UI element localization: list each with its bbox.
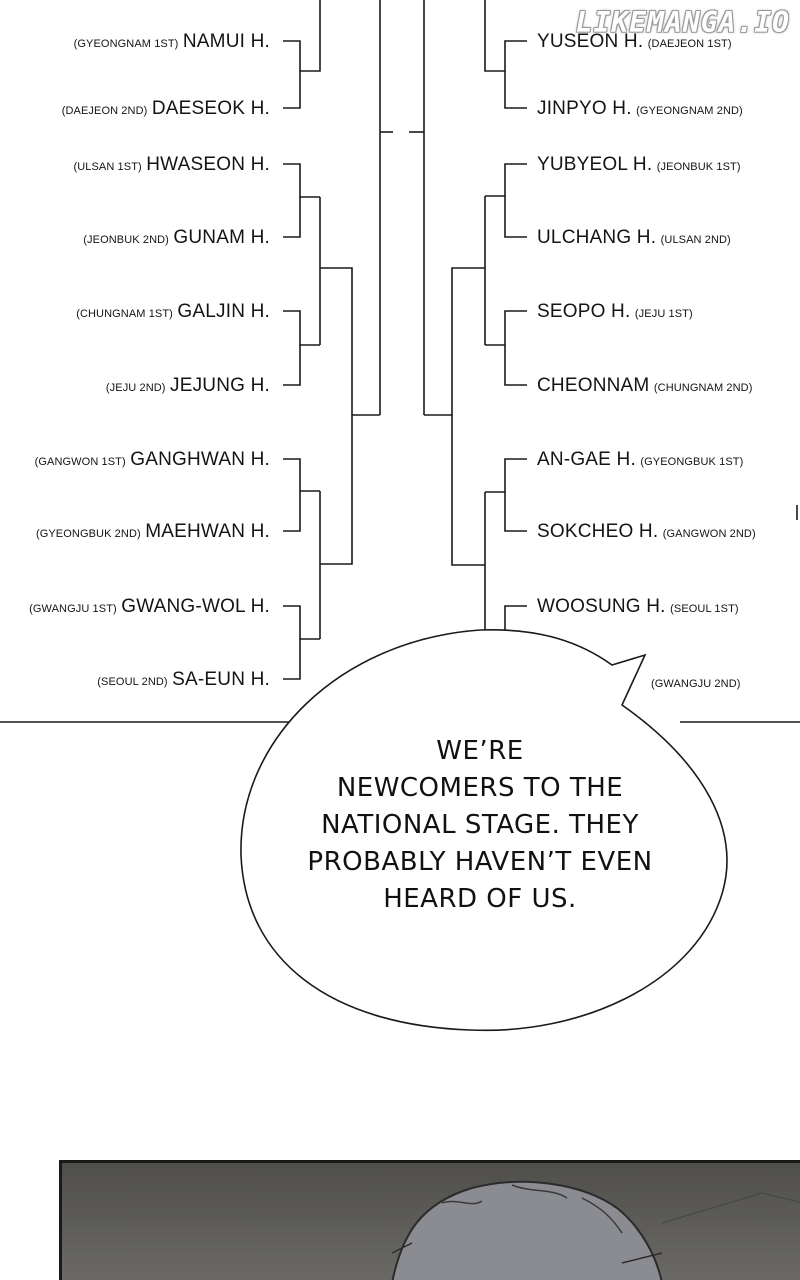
bracket-entry-left: (JEONBUK 2ND) GUNAM H.: [83, 227, 270, 248]
tournament-bracket-lines: [0, 0, 800, 723]
bracket-entry-right: YUBYEOL H. (JEONBUK 1ST): [537, 154, 741, 175]
bracket-entry-left: (GWANGJU 1ST) GWANG-WOL H.: [29, 596, 270, 617]
bracket-entry-left: (JEJU 2ND) JEJUNG H.: [105, 375, 270, 396]
character-head-illustration: [62, 1163, 800, 1280]
bracket-entry-right: SEOPO H. (JEJU 1ST): [537, 301, 693, 322]
speech-line: HEARD OF US.: [383, 884, 577, 914]
speech-bubble: [240, 629, 728, 1032]
bracket-entry-right: AN-GAE H. (GYEONGBUK 1ST): [537, 449, 744, 470]
bracket-entry-right: ULCHANG H. (ULSAN 2ND): [537, 227, 731, 248]
bracket-entry-left: (GYEONGBUK 2ND) MAEHWAN H.: [35, 521, 270, 542]
bracket-entry-left: (GYEONGNAM 1ST) NAMUI H.: [73, 31, 270, 52]
bracket-entry-left: (DAEJEON 2ND) DAESEOK H.: [61, 98, 270, 119]
speech-line: NEWCOMERS TO THE: [336, 773, 624, 803]
bracket-entry-left: (ULSAN 1ST) HWASEON H.: [73, 154, 270, 175]
speech-line: PROBABLY HAVEN’T EVEN: [307, 847, 653, 877]
bracket-entry-right: SOKCHEO H. (GANGWON 2ND): [537, 521, 756, 542]
bracket-entry-left: (SEOUL 2ND) SA-EUN H.: [97, 669, 270, 690]
bracket-entry-left: (CHUNGNAM 1ST) GALJIN H.: [76, 301, 270, 322]
site-watermark: LIKEMANGA.IO: [575, 6, 790, 39]
bracket-entry-right: WOOSUNG H. (SEOUL 1ST): [537, 596, 739, 617]
bracket-entry-right: (GWANGJU 2ND): [651, 678, 741, 690]
bracket-entry-left: (GANGWON 1ST) GANGHWAN H.: [34, 449, 270, 470]
comic-panel-illustration: [59, 1160, 800, 1280]
bracket-entry-right: YUSEON H. (DAEJEON 1ST): [537, 31, 732, 52]
speech-bubble-text: WE’RE NEWCOMERS TO THE NATIONAL STAGE. T…: [290, 733, 670, 918]
bracket-entry-right: JINPYO H. (GYEONGNAM 2ND): [537, 98, 743, 119]
speech-line: NATIONAL STAGE. THEY: [321, 810, 639, 840]
speech-line: WE’RE: [436, 736, 524, 766]
bracket-entry-right: CHEONNAM (CHUNGNAM 2ND): [537, 375, 753, 396]
